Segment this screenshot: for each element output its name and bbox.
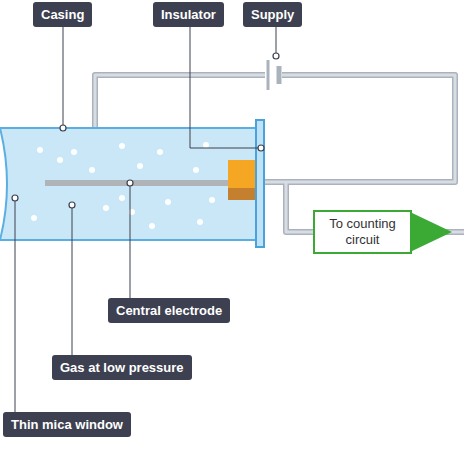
arrow-head (410, 212, 452, 252)
label-text: Casing (41, 7, 84, 22)
central-electrode (45, 180, 235, 186)
battery-symbol (265, 58, 279, 92)
leader-dots (12, 53, 279, 208)
label-text: Supply (251, 7, 294, 22)
part-label: Supply (243, 2, 302, 27)
end-plate (256, 120, 264, 247)
label-text: Thin mica window (11, 417, 123, 432)
tube-casing (0, 128, 258, 240)
insulator-block (228, 160, 256, 188)
part-label: Insulator (153, 2, 224, 27)
insulator-block (228, 188, 256, 200)
part-label: Gas at low pressure (52, 355, 192, 380)
gas-particles (31, 142, 215, 229)
leader-lines (15, 26, 276, 412)
label-text: Gas at low pressure (60, 360, 184, 375)
label-text: Insulator (161, 7, 216, 22)
counting-circuit-box: To counting circuit (313, 210, 412, 254)
part-label: Casing (33, 2, 92, 27)
part-label: Central electrode (108, 298, 230, 323)
label-text: Central electrode (116, 303, 222, 318)
label-text: To counting circuit (321, 216, 404, 248)
part-label: Thin mica window (3, 412, 131, 437)
